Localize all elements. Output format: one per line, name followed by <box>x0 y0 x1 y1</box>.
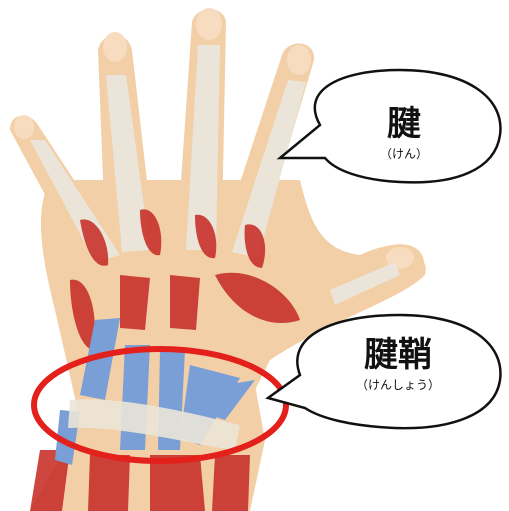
little-fingernail <box>14 115 34 139</box>
ring-fingernail <box>103 32 127 62</box>
callout-tendon: 腱 （けん） <box>280 70 500 182</box>
callout-tendon-kanji: 腱 <box>387 104 421 144</box>
middle-fingernail <box>196 8 222 40</box>
callout-tendon-reading: （けん） <box>380 147 428 161</box>
callout-sheath-kanji: 腱鞘 <box>364 335 432 375</box>
index-fingernail <box>287 45 311 75</box>
callout-sheath-reading: （けんしょう） <box>356 378 440 392</box>
